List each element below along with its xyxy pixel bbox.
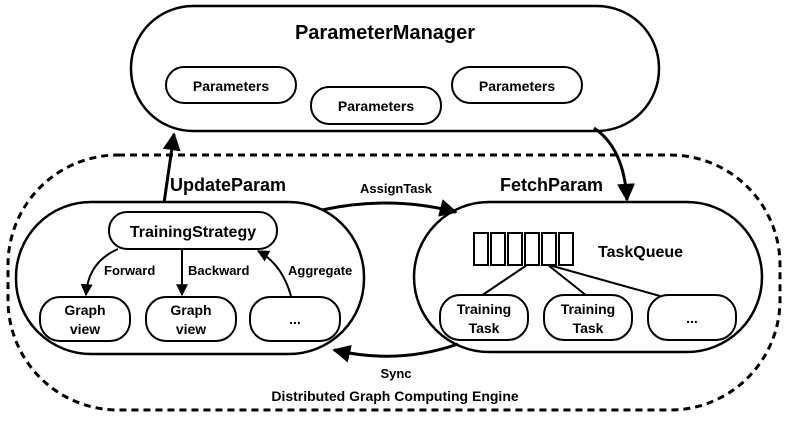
queue-cell [541, 232, 557, 266]
fetch-param-title: FetchParam [500, 175, 603, 195]
aggregate-label: Aggregate [288, 263, 352, 278]
task-queue-label: TaskQueue [598, 244, 683, 261]
assign-task-arrow [321, 199, 458, 217]
parameters-label-1: Parameters [193, 78, 269, 94]
parameter-manager-title: ParameterManager [295, 22, 475, 44]
assign-task-label: AssignTask [360, 181, 433, 196]
parameters-label-2: Parameters [338, 98, 414, 114]
engine-container [6, 153, 782, 412]
graph-view-box-1 [39, 296, 131, 342]
backward-label: Backward [188, 263, 249, 278]
training-task-box-2 [543, 294, 633, 341]
queue-cell [490, 232, 506, 266]
task-connector-2 [547, 264, 588, 297]
parameters-box-3 [451, 66, 583, 104]
task-queue [473, 232, 574, 266]
sync-label: Sync [380, 366, 411, 381]
aggregate-arrow [256, 250, 292, 297]
parameters-box-1 [165, 66, 297, 104]
queue-cell [524, 232, 540, 266]
training-task-label-2b: Task [573, 320, 604, 336]
training-task-label-1b: Task [469, 320, 500, 336]
training-task-box-3 [647, 294, 737, 341]
graph-view-box-3 [249, 296, 341, 342]
sync-arrow [332, 342, 459, 363]
engine-label: Distributed Graph Computing Engine [271, 388, 519, 404]
training-task-box-1 [439, 294, 529, 341]
graph-view-label-3: ... [289, 311, 301, 327]
training-task-label-1a: Training [457, 301, 511, 317]
training-strategy-box [108, 211, 278, 250]
training-strategy-label: TrainingStrategy [130, 224, 256, 241]
task-connector-3 [548, 264, 661, 297]
graph-view-box-2 [145, 296, 237, 342]
graph-view-label-2b: view [176, 321, 206, 337]
queue-cell [507, 232, 523, 266]
update-param-arrow [162, 132, 181, 204]
graph-view-label-2a: Graph [170, 302, 211, 318]
parameters-box-2 [310, 86, 442, 125]
parameters-label-3: Parameters [479, 78, 555, 94]
fetch-param-arrow [593, 126, 636, 202]
task-connector-1 [480, 264, 528, 297]
graph-view-label-1a: Graph [64, 302, 105, 318]
training-task-label-2a: Training [561, 301, 615, 317]
training-task-label-3: ... [686, 310, 698, 326]
queue-cell [473, 232, 489, 266]
graph-view-label-1b: view [70, 321, 100, 337]
forward-arrow [80, 248, 119, 297]
update-param-title: UpdateParam [170, 175, 286, 195]
forward-label: Forward [104, 263, 155, 278]
queue-cell [558, 232, 574, 266]
